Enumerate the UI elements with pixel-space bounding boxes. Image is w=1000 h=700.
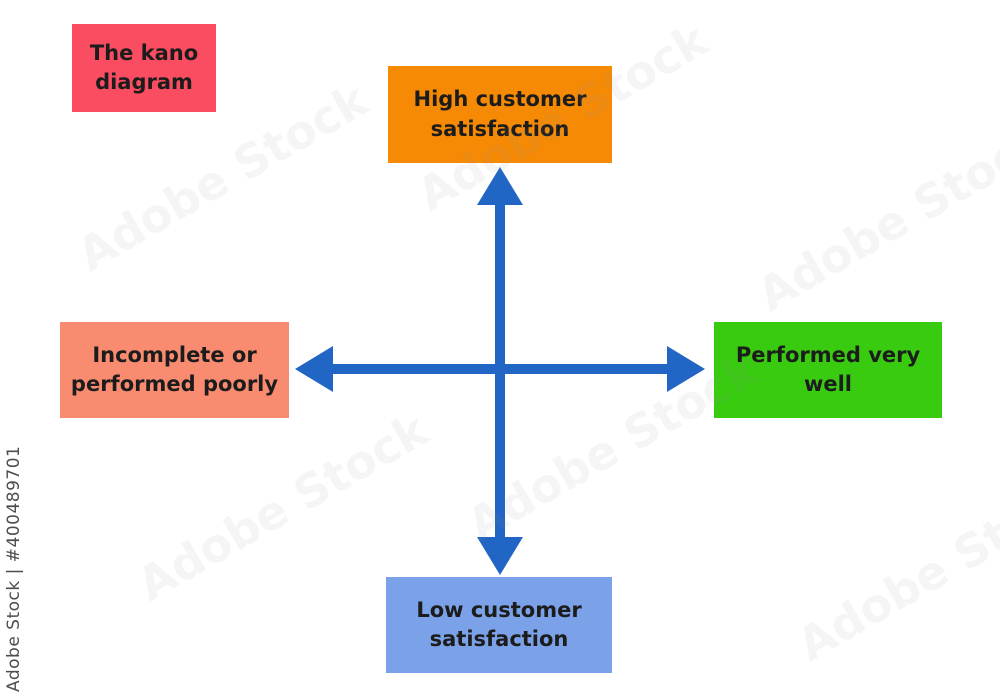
incomplete-poorly-box: Incomplete or performed poorly	[60, 322, 289, 418]
performed-well-box: Performed very well	[714, 322, 942, 418]
arrowhead-up	[477, 167, 523, 205]
low-satisfaction-box: Low customer satisfaction	[386, 577, 612, 673]
stock-id-watermark: Adobe Stock | #400489701	[4, 445, 24, 692]
diagram-title-box: The kano diagram	[72, 24, 216, 112]
arrowhead-left	[295, 346, 333, 392]
high-satisfaction-box: High customer satisfaction	[388, 66, 612, 163]
arrowhead-down	[477, 537, 523, 575]
arrowhead-right	[667, 346, 705, 392]
